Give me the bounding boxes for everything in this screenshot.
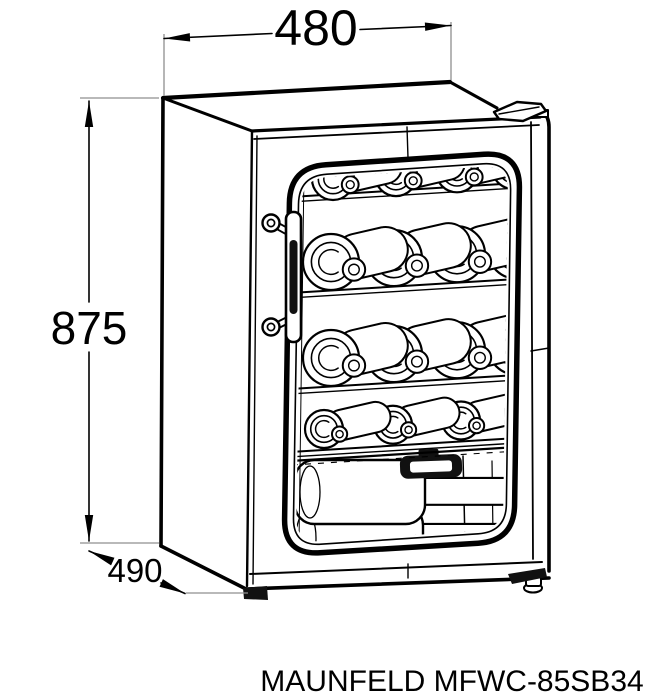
edge-line bbox=[296, 442, 508, 458]
door-right-edge bbox=[530, 121, 534, 560]
left-side-panel bbox=[161, 98, 252, 586]
bottle-row bbox=[301, 218, 508, 292]
bottle-neck-ring bbox=[347, 359, 360, 372]
door-bottom-line bbox=[249, 561, 543, 575]
bracket-slot bbox=[409, 460, 453, 473]
bottle-neck bbox=[467, 249, 493, 274]
bottle-neck bbox=[404, 253, 430, 278]
base-front-edge bbox=[244, 576, 551, 591]
bottle-neck bbox=[341, 353, 367, 378]
bottle-neck bbox=[330, 425, 349, 443]
hinge-plate-line bbox=[498, 106, 540, 115]
wine-bottle bbox=[301, 322, 409, 388]
right-foot bbox=[508, 568, 547, 584]
horizontal-bottle bbox=[296, 458, 508, 526]
shelf-hatch bbox=[296, 450, 508, 466]
bottle-neck bbox=[403, 171, 423, 191]
edge-line bbox=[296, 283, 508, 299]
top-left-edge bbox=[161, 96, 254, 133]
door-panel bbox=[249, 121, 550, 585]
height-dimension-label: 875 bbox=[51, 302, 128, 354]
bottle-neck bbox=[467, 417, 486, 435]
bottle-neck bbox=[415, 476, 508, 506]
wine-bottle bbox=[372, 396, 461, 445]
dimension-annotations: 480 875 490 bbox=[51, 0, 452, 595]
door-top-line bbox=[253, 124, 540, 140]
dimension-arrow bbox=[84, 101, 94, 127]
dimension-arrow bbox=[424, 22, 451, 31]
outline-path bbox=[314, 419, 330, 439]
front-left-edge bbox=[245, 129, 254, 588]
bottle-neck bbox=[404, 349, 430, 374]
leveling-feet bbox=[243, 568, 547, 600]
edge-line bbox=[296, 437, 508, 453]
glass-frame-outer bbox=[281, 151, 523, 556]
edge-line bbox=[296, 446, 508, 463]
depth-dimension-label: 490 bbox=[107, 552, 162, 589]
shelf bbox=[296, 437, 508, 466]
bottle-row bbox=[303, 392, 508, 450]
bottle-neck bbox=[467, 345, 493, 370]
top-back-edge bbox=[160, 79, 453, 101]
bottle-neck-ring bbox=[472, 421, 481, 430]
rack-upright bbox=[298, 169, 305, 542]
door-top-seam bbox=[406, 126, 409, 159]
outline-path bbox=[318, 248, 339, 276]
front-top-edge bbox=[250, 115, 542, 133]
left-foot bbox=[243, 586, 268, 600]
bottle-neck-ring bbox=[469, 172, 479, 182]
handle-grip bbox=[289, 240, 298, 314]
door-handle bbox=[261, 210, 303, 344]
bottle-neck-ring bbox=[410, 259, 423, 272]
dimension-arrow bbox=[159, 579, 185, 594]
handle-mount-pin bbox=[266, 322, 276, 332]
bottle-neck-ring bbox=[335, 429, 344, 439]
model-caption: MAUNFELD MFWC-85SB34 bbox=[260, 665, 643, 698]
glass-door-window bbox=[281, 151, 523, 556]
outline-path bbox=[318, 344, 339, 372]
bottle-neck-ring bbox=[410, 355, 423, 368]
wine-rack-interior bbox=[296, 166, 508, 542]
bottle-neck-ring bbox=[473, 351, 486, 364]
bottle-neck-ring bbox=[473, 255, 486, 268]
bottle-body bbox=[296, 458, 427, 526]
bottle-neck bbox=[341, 257, 367, 282]
glass-frame-inner bbox=[292, 162, 512, 546]
width-dimension-label: 480 bbox=[274, 0, 357, 56]
top-right-edge bbox=[448, 80, 499, 110]
top-hinge bbox=[492, 100, 549, 123]
bottle-neck bbox=[464, 167, 484, 187]
bottle-row bbox=[301, 314, 508, 388]
bottle-neck-ring bbox=[404, 425, 413, 435]
dimension-arrow bbox=[89, 551, 115, 566]
dimension-arrow bbox=[164, 33, 191, 42]
wine-bottle bbox=[303, 400, 392, 450]
left-back-edge bbox=[159, 96, 165, 548]
handle-mount-pin bbox=[266, 218, 276, 228]
hinge-plate bbox=[492, 100, 548, 123]
bottle-neck bbox=[399, 421, 418, 439]
edge-line bbox=[296, 379, 508, 395]
door-left-edge bbox=[252, 135, 258, 585]
bottle-neck bbox=[340, 175, 360, 195]
wine-bottle bbox=[301, 226, 409, 292]
bottle-neck-ring bbox=[347, 263, 360, 276]
rack-bracket bbox=[399, 448, 463, 479]
right-side-seam bbox=[530, 347, 550, 352]
bottom-left-edge bbox=[159, 544, 248, 591]
dimension-arrow bbox=[84, 515, 94, 541]
bottle-neck-ring bbox=[408, 176, 418, 186]
bottle-neck-ring bbox=[345, 179, 355, 190]
